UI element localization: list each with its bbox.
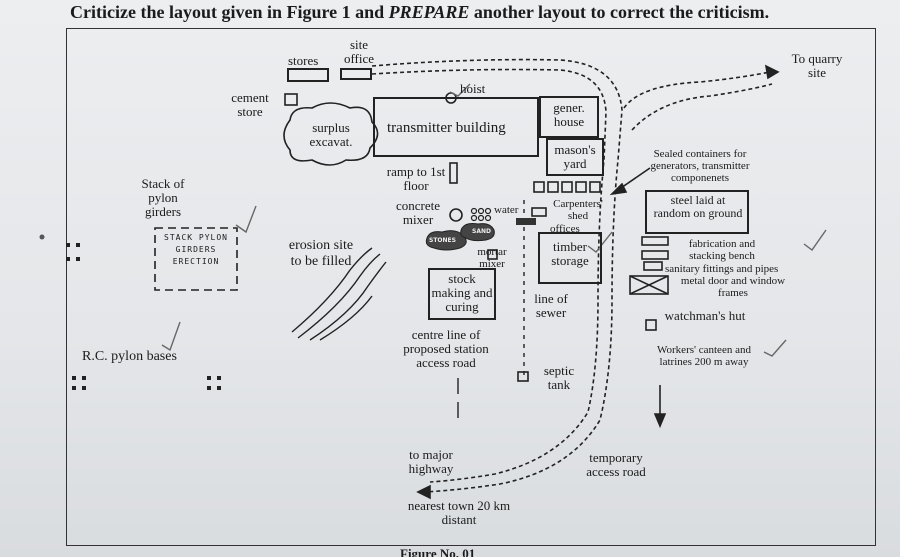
label-masons-yard: mason's yard: [554, 142, 596, 171]
grader-ticks: [161, 83, 827, 357]
label-site-office: site office: [343, 37, 375, 66]
sand-pile: [460, 223, 495, 242]
figure-caption: Figure No. 01: [400, 546, 476, 557]
label-stones: STONES: [429, 237, 456, 244]
ramp-icon: [449, 162, 458, 184]
label-to-quarry: To quarry site: [791, 51, 843, 80]
label-transmitter-building: transmitter building: [387, 120, 506, 136]
label-water: water: [494, 204, 519, 216]
label-nearest-town: nearest town 20 km distant: [407, 498, 511, 527]
metal-frames-box: [629, 275, 669, 295]
girder-stack-area: [154, 227, 238, 291]
sealed-containers: [533, 181, 601, 193]
label-sanitary-fittings: sanitary fittings and pipes: [665, 263, 779, 275]
arrow-sealed-containers: [609, 182, 628, 196]
stones-pile: [425, 230, 467, 251]
carpenters-shed-rect: [531, 207, 547, 217]
label-centre-line: centre line of proposed station access r…: [403, 327, 489, 370]
label-hoist: hoist: [460, 81, 486, 96]
arrow-to-town: [416, 484, 431, 500]
steel-storage-box: [645, 190, 749, 234]
label-erosion-site: erosion site to be filled: [288, 238, 354, 269]
water-tanks-icon: [470, 207, 492, 222]
label-to-major-highway: to major highway: [408, 447, 454, 476]
label-sand: SAND: [472, 228, 491, 235]
heading-text-1: Criticize the layout given in Figure 1 a…: [70, 2, 389, 22]
margin-dot: [39, 234, 45, 240]
arrow-to-quarry: [764, 64, 780, 80]
pylon-bases: [66, 243, 221, 390]
label-fabrication-bench: fabrication and stacking bench: [688, 238, 756, 262]
label-stack-pylon-girders: Stack of pylon girders: [141, 176, 185, 219]
stores-box: [287, 68, 329, 82]
stock-making-box: [428, 268, 496, 320]
label-generator-house: gener. house: [553, 100, 585, 129]
label-stock-making: stock making and curing: [431, 271, 493, 314]
label-metal-door: metal door and window frames: [680, 275, 786, 299]
label-line-of-sewer: line of sewer: [534, 291, 568, 320]
question-heading: Criticize the layout given in Figure 1 a…: [70, 2, 769, 23]
concrete-mixer-icon: [449, 208, 463, 222]
watchmans-hut-icon: [645, 319, 657, 331]
label-surplus-excavation: surplus excavat.: [309, 120, 353, 149]
label-watchmans-hut: watchman's hut: [664, 308, 746, 323]
direction-arrows: [416, 64, 780, 500]
label-septic-tank: septic tank: [543, 363, 575, 392]
label-carpenters-shed: Carpenters' shed: [553, 198, 603, 222]
mortar-mixer-icon: [487, 249, 498, 260]
label-timber-storage: timber storage: [551, 239, 589, 268]
offices-rect: [516, 218, 536, 225]
label-cement-store: cement store: [231, 90, 269, 119]
girder-stack-sign: STACK PYLON GIRDERS ERECTION: [164, 233, 228, 266]
label-steel-random: steel laid at random on ground: [653, 193, 743, 220]
label-concrete-mixer: concrete mixer: [395, 198, 441, 227]
masons-yard-box: [546, 138, 604, 176]
septic-tank-icon: [517, 371, 529, 382]
heading-text-2: another layout to correct the criticism.: [469, 2, 770, 22]
temporary-access-road: [371, 58, 773, 493]
heading-text-prepare: PREPARE: [388, 2, 470, 22]
fabrication-bench: [641, 236, 669, 271]
erosion-gully: [291, 247, 387, 341]
label-stores: stores: [288, 53, 319, 68]
label-offices: offices: [550, 223, 580, 235]
transmitter-building-box: [373, 97, 539, 157]
label-ramp: ramp to 1st floor: [386, 164, 446, 193]
figure-frame: [66, 28, 876, 546]
label-temporary-access-road: temporary access road: [586, 450, 646, 479]
cement-store-icon: [284, 93, 298, 106]
label-rc-pylon-bases: R.C. pylon bases: [82, 349, 177, 364]
timber-storage-box: [538, 232, 602, 284]
label-workers-canteen: Workers' canteen and latrines 200 m away: [657, 344, 751, 368]
label-sealed-containers: Sealed containers for generators, transm…: [650, 148, 750, 184]
surplus-excavation-outline: [283, 102, 379, 166]
label-mortar-mixer: mortar mixer: [477, 246, 507, 270]
arrow-to-canteen: [653, 413, 667, 429]
generator-house-box: [539, 96, 599, 138]
site-office-box: [340, 68, 372, 80]
